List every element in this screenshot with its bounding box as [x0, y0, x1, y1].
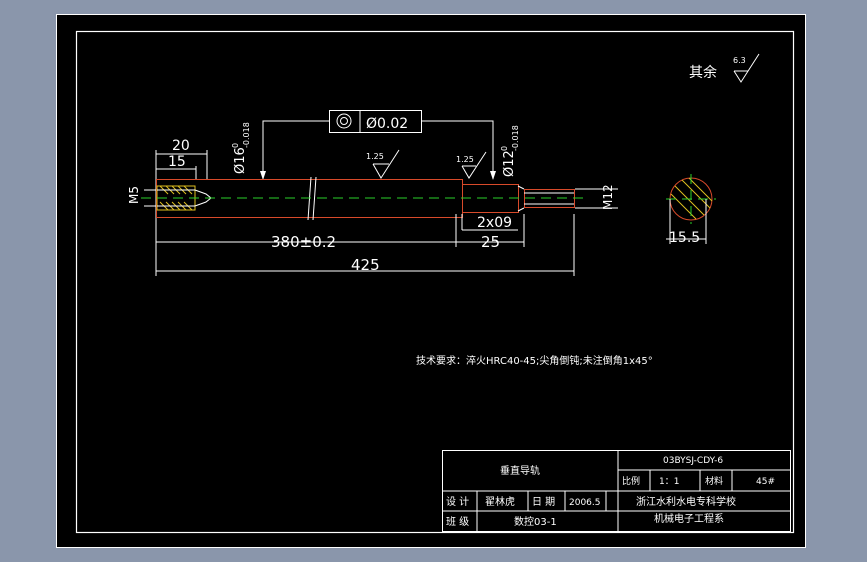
outer-border	[56, 14, 806, 548]
date-label: 日 期	[532, 496, 555, 508]
roughness-step-icon	[461, 151, 487, 179]
dim-25: 25	[481, 233, 500, 251]
dim-section: 15.5	[669, 230, 700, 246]
roughness-body-value: 1.25	[366, 152, 384, 161]
designer: 翟林虎	[485, 495, 515, 508]
dim-2x09: 2x09	[477, 215, 512, 231]
school-line2: 机械电子工程系	[654, 512, 724, 525]
class-value: 数控03-1	[514, 515, 557, 528]
dim-m12: M12	[601, 184, 615, 210]
title-block	[442, 450, 791, 532]
dim-425: 425	[351, 256, 380, 274]
material-label: 材料	[705, 475, 723, 487]
dim-20: 20	[172, 138, 190, 154]
inner-border	[75, 30, 795, 534]
remaining-roughness-label: 其余	[689, 64, 717, 81]
dim-phi16-upper: 0	[231, 143, 240, 148]
material-value: 45#	[756, 477, 775, 487]
dim-380: 380±0.2	[271, 233, 336, 251]
concentricity-icon	[336, 113, 352, 129]
dim-phi12: Ø12	[502, 150, 517, 177]
drawing-sheet: 其余 6.3 Ø0.02 1.25 1.25 Ø16 0 -0.018 Ø12 …	[56, 14, 806, 548]
tolerance-value: Ø0.02	[366, 116, 408, 132]
dim-m5: M5	[127, 186, 141, 204]
roughness-symbol-icon	[733, 53, 760, 83]
dim-15: 15	[168, 154, 186, 170]
date-value: 2006.5	[569, 498, 601, 508]
roughness-step-value: 1.25	[456, 155, 474, 164]
class-label: 班 级	[446, 516, 469, 528]
dim-phi12-upper: 0	[500, 146, 509, 151]
scale-value: 1：1	[659, 477, 679, 487]
roughness-body-icon	[372, 149, 400, 179]
school-line1: 浙江水利水电专科学校	[636, 495, 736, 508]
dim-phi12-lower: -0.018	[511, 125, 520, 151]
dim-phi16: Ø16	[233, 147, 248, 174]
design-label: 设 计	[446, 495, 469, 508]
tech-requirements: 技术要求：淬火HRC40-45;尖角倒钝;未注倒角1x45°	[416, 354, 653, 367]
scale-label: 比例	[622, 475, 640, 487]
part-name: 垂直导轨	[500, 464, 540, 477]
drawing-number: 03BYSJ-CDY-6	[663, 456, 723, 466]
remaining-roughness-value: 6.3	[733, 56, 746, 65]
dim-phi16-lower: -0.018	[242, 122, 251, 148]
tolerance-frame	[329, 110, 422, 133]
cad-drawing: 其余 6.3 Ø0.02 1.25 1.25 Ø16 0 -0.018 Ø12 …	[56, 14, 806, 548]
